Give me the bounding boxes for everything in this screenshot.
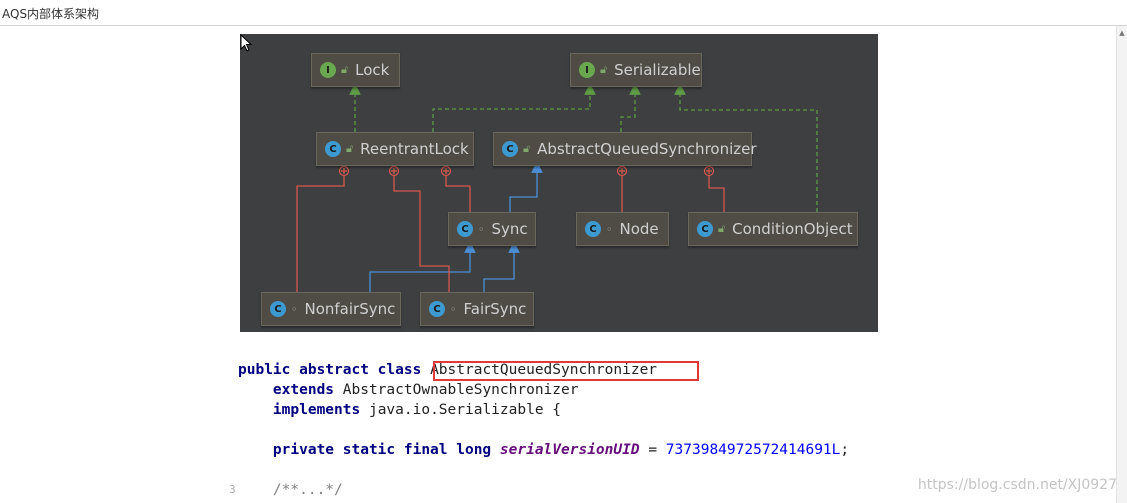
edge-reentrantlock-nonfairsync: [296, 171, 345, 292]
edge-aqs-serializable: [620, 83, 641, 132]
class-hierarchy-diagram: I 🔓︎ Lock I 🔓︎ Serializable C 🔓︎ Reentra…: [240, 34, 878, 332]
public-visibility-icon: 🔓︎: [718, 222, 726, 235]
node-nonfairsync[interactable]: C ◦ NonfairSync: [261, 292, 401, 326]
node-abstractqueuedsynchronizer[interactable]: C 🔓︎ AbstractQueuedSynchronizer: [493, 132, 757, 166]
public-visibility-icon: 🔓︎: [600, 63, 608, 76]
edge-reentrantlock-fairsync: [393, 171, 450, 292]
public-visibility-icon: 🔓︎: [341, 63, 349, 76]
code-line-blank: [238, 420, 849, 440]
public-visibility-icon: 🔓︎: [346, 142, 354, 155]
code-line-serial-version: private static final long serialVersionU…: [272, 442, 850, 458]
code-snippet: public abstract class AbstractQueuedSync…: [238, 360, 849, 500]
mouse-cursor-icon: [240, 34, 253, 52]
edge-aqs-conditionobject: [708, 171, 725, 212]
public-visibility-icon: 🔓︎: [523, 142, 531, 155]
line-gutter-marker: 3: [229, 483, 236, 496]
watermark: https://blog.csdn.net/XJ0927: [917, 477, 1117, 493]
inner-markers: [338, 165, 715, 177]
package-visibility-icon: ◦: [478, 222, 485, 236]
code-line-class-declaration: public abstract class AbstractQueuedSync…: [238, 362, 658, 378]
interface-icon: I: [320, 62, 336, 78]
node-label: Node: [619, 220, 659, 238]
class-name: AbstractQueuedSynchronizer: [430, 362, 658, 378]
class-icon: C: [270, 301, 286, 317]
node-conditionobject[interactable]: C 🔓︎ ConditionObject: [688, 212, 858, 246]
node-label: FairSync: [463, 300, 527, 318]
node-lock[interactable]: I 🔓︎ Lock: [311, 53, 400, 87]
node-label: Lock: [355, 61, 390, 79]
edge-reentrantlock-sync: [445, 171, 471, 212]
node-label: Sync: [491, 220, 528, 238]
node-label: AbstractQueuedSynchronizer: [537, 140, 757, 158]
edge-nonfairsync-sync: [369, 241, 476, 292]
package-visibility-icon: ◦: [606, 222, 613, 236]
node-fairsync[interactable]: C ◦ FairSync: [420, 292, 534, 326]
abstract-class-icon: C: [457, 221, 473, 237]
node-serializable[interactable]: I 🔓︎ Serializable: [570, 53, 702, 87]
page-title: AQS内部体系架构: [2, 7, 100, 21]
vertical-scrollbar[interactable]: ▲: [1116, 26, 1127, 503]
edge-sync-aqs: [509, 161, 543, 212]
class-icon: C: [502, 141, 518, 157]
code-line-implements: implements java.io.Serializable {: [272, 402, 562, 418]
node-label: ReentrantLock: [360, 140, 469, 158]
code-line-blank: [238, 460, 849, 480]
diagram-edges: [296, 83, 818, 292]
package-visibility-icon: ◦: [450, 302, 457, 316]
code-line-comment: /**...*/: [272, 482, 343, 498]
interface-icon: I: [579, 62, 595, 78]
package-visibility-icon: ◦: [291, 302, 298, 316]
class-icon: C: [697, 221, 713, 237]
node-label: Serializable: [614, 61, 701, 79]
class-icon: C: [585, 221, 601, 237]
node-reentrantlock[interactable]: C 🔓︎ ReentrantLock: [316, 132, 474, 166]
code-line-extends: extends AbstractOwnableSynchronizer: [272, 382, 579, 398]
node-sync[interactable]: C ◦ Sync: [448, 212, 536, 246]
scroll-up-arrow-icon[interactable]: ▲: [1119, 29, 1125, 37]
edge-conditionobject-serializable: [674, 83, 818, 212]
node-node[interactable]: C ◦ Node: [576, 212, 669, 246]
edge-fairsync-sync: [483, 241, 520, 292]
node-label: NonfairSync: [304, 300, 396, 318]
edge-reentrantlock-serializable: [432, 83, 596, 132]
class-name-highlight-box: [433, 361, 699, 381]
class-icon: C: [429, 301, 445, 317]
title-bar: AQS内部体系架构: [0, 0, 1127, 26]
node-label: ConditionObject: [732, 220, 853, 238]
class-icon: C: [325, 141, 341, 157]
